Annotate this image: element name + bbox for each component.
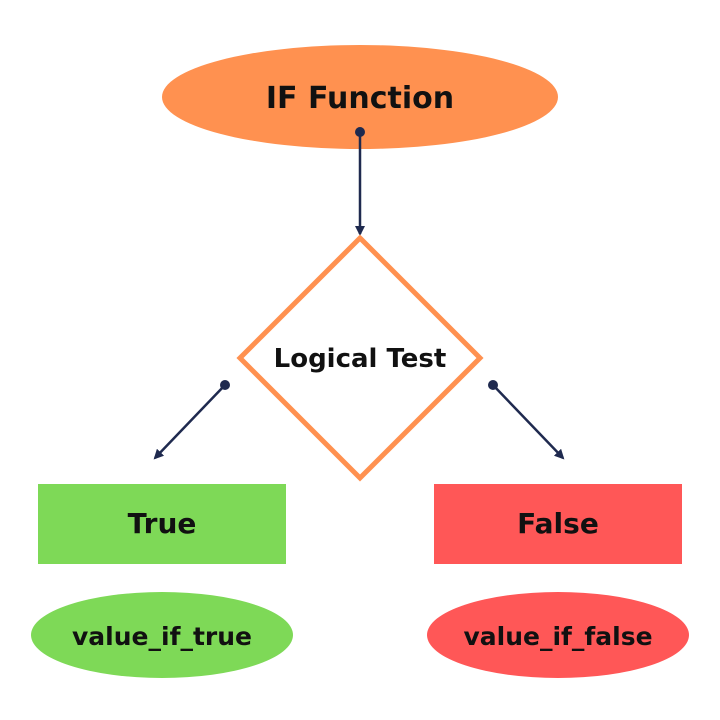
- value-if-true-label: value_if_true: [72, 622, 252, 651]
- true-label: True: [128, 507, 197, 540]
- connector-start-to-decision: [355, 127, 365, 236]
- connector-decision-to-true: [153, 380, 230, 460]
- value-if-false-oval: [427, 592, 689, 678]
- value-if-false-label: value_if_false: [463, 622, 652, 651]
- false-node: False: [434, 484, 682, 564]
- connector-false-line: [492, 384, 565, 460]
- connector-true-line: [153, 384, 226, 460]
- if-function-oval: [162, 45, 558, 149]
- value-if-true-node: value_if_true: [31, 592, 293, 678]
- logical-test-node: Logical Test: [236, 234, 484, 482]
- value-if-true-oval: [31, 592, 293, 678]
- value-if-false-node: value_if_false: [427, 592, 689, 678]
- false-label: False: [517, 507, 599, 540]
- logical-test-label: Logical Test: [274, 344, 447, 374]
- true-box: [38, 484, 286, 564]
- logical-test-diamond: [236, 234, 484, 482]
- if-function-label: IF Function: [266, 81, 454, 116]
- false-box: [434, 484, 682, 564]
- connector-decision-to-false: [488, 380, 565, 460]
- true-node: True: [38, 484, 286, 564]
- if-function-node: IF Function: [162, 45, 558, 149]
